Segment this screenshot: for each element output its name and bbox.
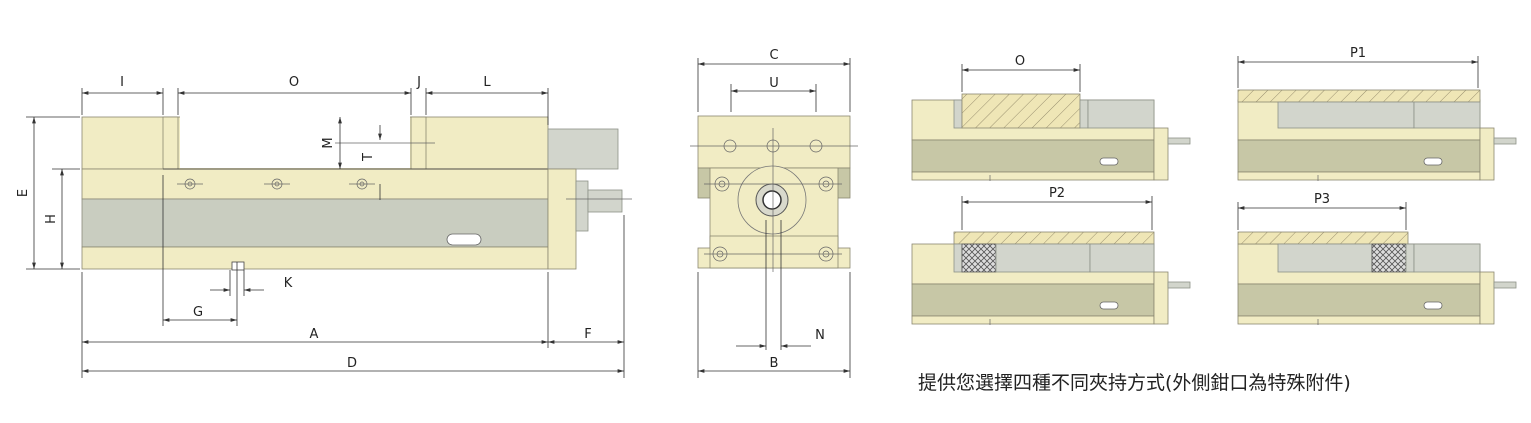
dim-label-c: C — [769, 48, 778, 63]
variant-o: O — [911, 54, 1191, 181]
dim-label-f: F — [584, 327, 591, 342]
dim-label-u: U — [769, 76, 779, 91]
dim-label-h: H — [44, 214, 59, 224]
dim-label-l: L — [483, 75, 491, 90]
variant-p1: P1 — [1237, 46, 1517, 181]
dim-label-b: B — [770, 356, 779, 371]
dim-label-n: N — [815, 328, 825, 343]
variant-p3: P3 — [1237, 192, 1517, 325]
variant-p3-label: P3 — [1314, 192, 1330, 207]
dim-label-e: E — [16, 189, 31, 197]
dim-label-a: A — [310, 327, 319, 342]
caption: 提供您選擇四種不同夾持方式(外側鉗口為特殊附件) — [918, 372, 1351, 394]
dim-label-k: K — [284, 276, 293, 291]
variant-p2: P2 — [911, 186, 1191, 325]
front-view: C U N B — [690, 48, 858, 378]
variant-o-label: O — [1015, 54, 1025, 69]
dim-label-i: I — [120, 75, 124, 90]
dim-label-m: M — [321, 137, 336, 148]
dim-label-t: T — [361, 153, 376, 162]
side-view: I O J L M T E H K G A F D — [16, 75, 632, 378]
variant-p1-label: P1 — [1350, 46, 1366, 61]
dim-label-o: O — [289, 75, 299, 90]
dim-label-g: G — [193, 305, 203, 320]
variant-p2-label: P2 — [1049, 186, 1065, 201]
dim-label-d: D — [347, 356, 357, 371]
dim-label-j: J — [416, 75, 421, 90]
